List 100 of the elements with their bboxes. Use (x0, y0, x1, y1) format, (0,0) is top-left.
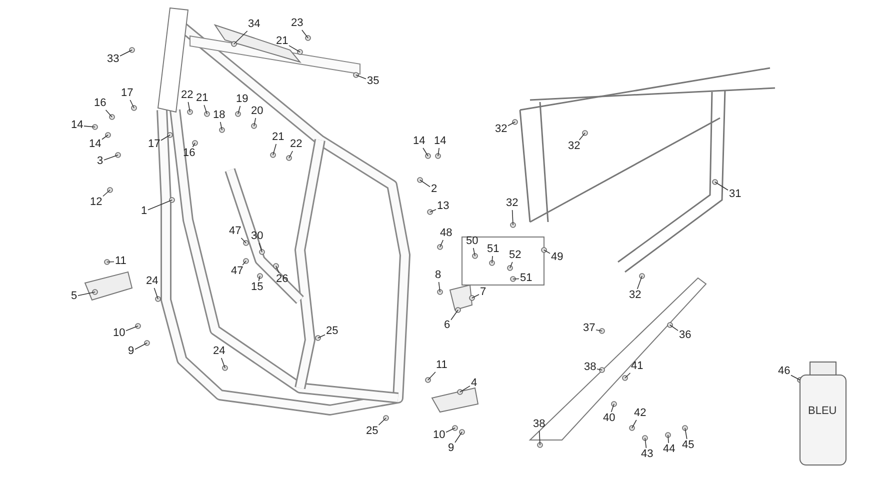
callout-number: 51 (486, 243, 500, 256)
leader-line (204, 104, 208, 114)
callout-number: 49 (550, 251, 564, 264)
leader-line (684, 428, 688, 440)
callout-number: 12 (89, 196, 104, 209)
callout-number: 30 (250, 230, 264, 243)
callout-number: 9 (447, 442, 456, 455)
callout-number: 1 (140, 205, 148, 218)
callout-number: 16 (93, 97, 108, 110)
leader-line (422, 148, 428, 156)
leader-line (438, 282, 440, 292)
callout-number: 38 (532, 418, 546, 431)
leader-line (126, 326, 138, 332)
leader-line (302, 30, 308, 38)
leader-line (610, 404, 614, 412)
callout-number: 48 (439, 227, 454, 240)
callout-number: 32 (567, 140, 582, 153)
leader-line (454, 432, 462, 443)
leader-line (318, 334, 326, 338)
leader-line (240, 238, 246, 244)
callout-number: 46 (777, 365, 792, 378)
callout-number: 42 (633, 407, 648, 420)
callout-number: 14 (88, 138, 102, 151)
leader-line (472, 248, 476, 256)
callout-number: 11 (435, 359, 448, 372)
leader-line (288, 45, 300, 52)
leader-line (508, 122, 516, 126)
callout-number: 19 (235, 93, 250, 106)
leader-line (220, 358, 226, 368)
leader-line (378, 418, 386, 426)
leader-line (106, 261, 114, 262)
leader-line (148, 200, 172, 210)
leader-line (578, 132, 586, 140)
callout-number: 2 (430, 183, 438, 196)
callout-number: 36 (678, 329, 692, 342)
leader-line (670, 324, 678, 331)
leader-line (492, 256, 493, 264)
callout-number: 22 (289, 138, 304, 151)
leader-line (450, 310, 458, 320)
leader-line (636, 276, 642, 290)
callout-number: 25 (325, 325, 340, 338)
callout-number: 47 (228, 225, 242, 238)
leader-line (356, 74, 366, 80)
leader-line (78, 292, 96, 296)
callout-number: 32 (505, 197, 520, 210)
leader-line (242, 260, 246, 266)
callout-number: 50 (465, 235, 480, 248)
leader-line (234, 30, 248, 44)
leader-line (460, 386, 470, 392)
callout-number: 14 (70, 119, 84, 132)
leader-line (438, 148, 440, 156)
leader-line (102, 190, 110, 197)
callout-number: 21 (275, 35, 290, 48)
callout-number: 18 (212, 109, 226, 122)
callout-number: 24 (145, 275, 160, 288)
callout-number: 17 (147, 138, 162, 151)
leader-line (596, 368, 602, 370)
callout-number: 32 (628, 289, 642, 302)
leader-line (538, 430, 540, 446)
leader-line (420, 180, 430, 188)
leader-line (134, 342, 148, 350)
leader-line (512, 210, 514, 226)
leader-line (160, 134, 170, 141)
leader-line (632, 420, 637, 428)
leader-line (104, 154, 118, 160)
callout-number: 40 (602, 412, 616, 425)
callout-number: 47 (230, 265, 244, 278)
leader-line (102, 134, 108, 140)
leader-line (644, 438, 647, 448)
callout-number: 14 (412, 135, 426, 148)
leader-line (120, 50, 132, 56)
callout-number: 14 (433, 135, 448, 148)
leader-line (510, 262, 513, 268)
leader-line (188, 102, 190, 112)
callout-number: 26 (275, 273, 290, 286)
callout-number: 10 (112, 327, 126, 340)
callout-number: 9 (127, 345, 136, 358)
leader-line (430, 209, 436, 212)
leader-line (192, 142, 196, 148)
callout-number: 22 (180, 89, 194, 102)
leader-line (84, 126, 96, 128)
callout-number: 32 (494, 123, 508, 136)
leader-line (714, 182, 728, 191)
leader-line (276, 266, 280, 274)
callout-number: 21 (271, 131, 286, 144)
leader-line (790, 374, 800, 380)
leader-line (440, 240, 444, 248)
leader-line (624, 372, 631, 378)
leader-line (254, 118, 256, 126)
leader-line (446, 428, 456, 433)
callout-number: 8 (434, 269, 442, 282)
leader-line (428, 372, 436, 380)
callout-number: 24 (212, 345, 226, 358)
callout-number: 33 (106, 53, 120, 66)
callout-number: 21 (195, 92, 210, 105)
leader-line (220, 122, 222, 130)
callout-number: 13 (436, 200, 450, 213)
callout-number: 3 (96, 155, 104, 168)
callout-number: 35 (366, 75, 380, 88)
callout-number: 6 (443, 319, 452, 332)
